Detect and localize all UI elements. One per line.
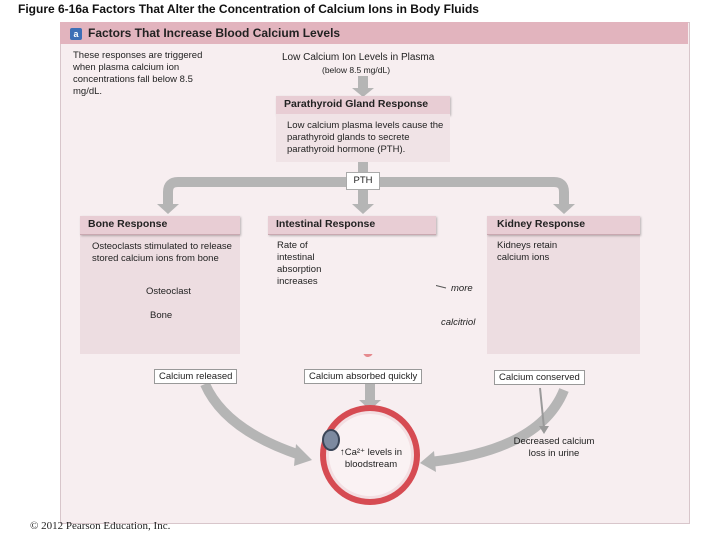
intestinal-response-text: Rate of intestinal absorption increases	[277, 240, 322, 287]
arrow-to-parathyroid	[352, 76, 374, 97]
bloodstream-calcium-label: ↑Ca²⁺ levels in bloodstream	[339, 447, 403, 470]
calcium-absorbed-label: Calcium absorbed quickly	[304, 369, 423, 384]
urine-arrow	[539, 387, 545, 429]
intestinal-response-body	[268, 234, 436, 354]
urine-loss-note: Decreased calcium loss in urine	[513, 436, 595, 459]
more-label: more	[451, 283, 473, 294]
pth-arrowheads	[157, 204, 575, 214]
figure-title: Figure 6-16a Factors That Alter the Conc…	[18, 2, 479, 16]
stimulus-title: Low Calcium Ion Levels in Plasma	[282, 52, 435, 63]
panel-header: Factors That Increase Blood Calcium Leve…	[88, 26, 341, 40]
parathyroid-text: Low calcium plasma levels cause the para…	[287, 120, 444, 155]
osteoclast-label: Osteoclast	[146, 286, 191, 297]
return-arrows	[200, 381, 569, 467]
bone-response-header: Bone Response	[80, 216, 240, 235]
increase-arrow-icon: ↑	[339, 447, 345, 458]
kidney-response-header: Kidney Response	[487, 216, 640, 235]
calcium-conserved-label: Calcium conserved	[494, 370, 585, 385]
kidney-response-body	[487, 234, 640, 354]
stimulus-subtitle: (below 8.5 mg/dL)	[322, 65, 391, 75]
bone-response-text: Osteoclasts stimulated to release stored…	[92, 241, 232, 264]
calcitriol-label: calcitriol	[441, 317, 476, 328]
blood-vessel-icon	[320, 405, 420, 505]
panel-header-bar	[60, 22, 688, 44]
trigger-note: These responses are triggered when plasm…	[73, 50, 203, 97]
kidney-response-text: Kidneys retain calcium ions	[497, 240, 558, 263]
urine-arrowhead	[539, 426, 549, 434]
parathyroid-header: Parathyroid Gland Response	[276, 96, 450, 115]
parathyroid-body	[276, 114, 450, 162]
pth-branch-arrows	[163, 162, 569, 206]
bone-response-body	[80, 234, 240, 354]
bone-label: Bone	[150, 310, 173, 321]
copyright-notice: © 2012 Pearson Education, Inc.	[30, 520, 171, 532]
pth-label: PTH	[346, 172, 380, 190]
calcium-released-label: Calcium released	[154, 369, 238, 384]
panel-badge: a	[70, 28, 82, 40]
intestinal-response-header: Intestinal Response	[268, 216, 436, 235]
